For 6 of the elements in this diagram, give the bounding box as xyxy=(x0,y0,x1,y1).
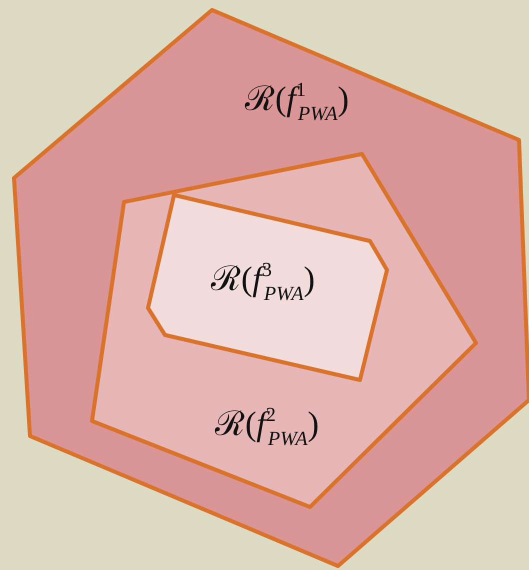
region-label: ℛ(f$^{3}$$_{PWA}$) xyxy=(211,258,315,306)
region-label: ℛ(f$^{1}$$_{PWA}$) xyxy=(245,78,349,126)
region-label: ℛ(f$^{2}$$_{PWA}$) xyxy=(215,403,319,451)
hexagon-region xyxy=(146,193,389,382)
hexagon-region xyxy=(12,8,529,570)
pentagon-region xyxy=(90,152,478,509)
